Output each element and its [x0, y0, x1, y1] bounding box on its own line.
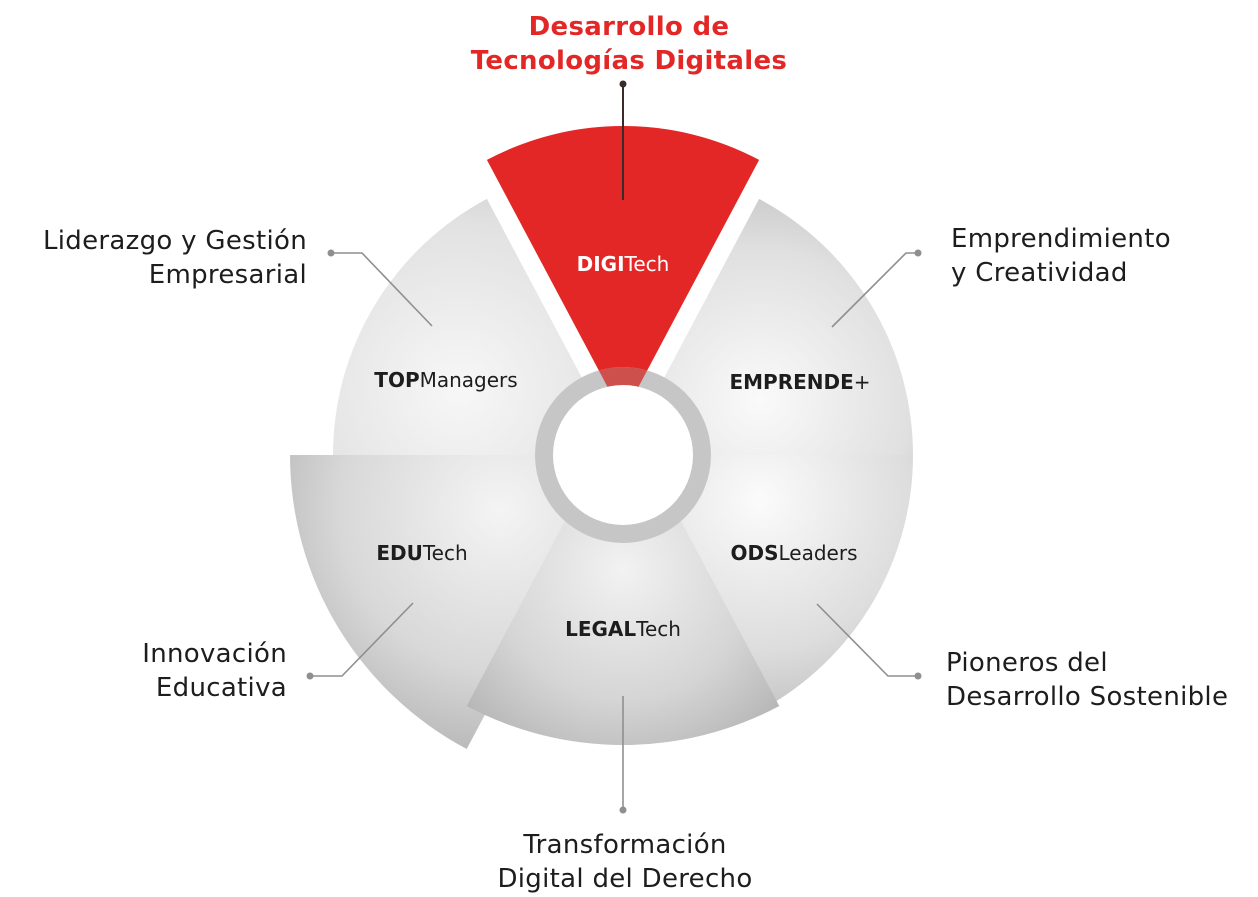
segment-digi — [486, 125, 760, 416]
brand-light: Tech — [422, 541, 468, 565]
brand-ods: ODSLeaders — [730, 541, 857, 565]
description-line: Digital del Derecho — [497, 864, 753, 894]
connector-ods — [816, 603, 918, 677]
connector-dot — [619, 80, 627, 88]
brand-bold: ODS — [730, 541, 778, 565]
brand-light: Managers — [420, 368, 518, 392]
brand-bold: EMPRENDE — [729, 370, 853, 394]
description-line: Innovación — [142, 639, 287, 669]
description-line: Liderazgo y Gestión — [43, 226, 307, 256]
connector-emprende — [831, 252, 918, 328]
segment-edu — [290, 455, 623, 749]
odsleaders-description: Pioneros del Desarrollo Sostenible — [946, 646, 1258, 714]
connector-top — [331, 252, 433, 327]
connector-dot — [306, 672, 314, 680]
connector-dot — [327, 249, 335, 257]
description-line: Educativa — [155, 673, 287, 703]
brand-emprende: EMPRENDE+ — [729, 370, 870, 394]
edutech-description: Innovación Educativa — [0, 637, 287, 705]
description-line: Pioneros del — [946, 648, 1108, 678]
legaltech-description: Transformación Digital del Derecho — [380, 828, 870, 896]
brand-light: Leaders — [779, 541, 858, 565]
brand-legal: LEGALTech — [565, 617, 681, 641]
connector-edu — [310, 602, 414, 677]
segment-top — [333, 198, 623, 455]
segment-ods — [623, 455, 913, 712]
brand-light: + — [854, 370, 871, 394]
brand-top: TOPManagers — [374, 368, 517, 392]
connector-dot — [914, 249, 922, 257]
description-line: y Creatividad — [951, 258, 1128, 288]
description-line: Transformación — [523, 830, 727, 860]
description-line: Tecnologías Digitales — [470, 46, 788, 76]
emprende-description: Emprendimiento y Creatividad — [951, 222, 1251, 290]
topmanagers-description: Liderazgo y Gestión Empresarial — [0, 224, 307, 292]
description-line: Empresarial — [148, 260, 307, 290]
brand-light: Tech — [635, 617, 681, 641]
description-line: Desarrollo Sostenible — [946, 682, 1229, 712]
segment-legal — [466, 412, 780, 745]
brand-digi: DIGITech — [577, 252, 670, 276]
brand-bold: EDU — [376, 541, 423, 565]
connector-dot — [619, 806, 627, 814]
digitech-description: Desarrollo de Tecnologías Digitales — [389, 10, 869, 78]
connector-dot — [914, 672, 922, 680]
brand-bold: DIGI — [577, 252, 625, 276]
brand-light: Tech — [624, 252, 670, 276]
brand-bold: LEGAL — [565, 617, 636, 641]
description-line: Emprendimiento — [951, 224, 1171, 254]
brand-edu: EDUTech — [376, 541, 467, 565]
segment-emprende — [623, 198, 913, 455]
description-line: Desarrollo de — [528, 12, 730, 42]
brand-bold: TOP — [374, 368, 419, 392]
center-hole — [553, 385, 693, 525]
